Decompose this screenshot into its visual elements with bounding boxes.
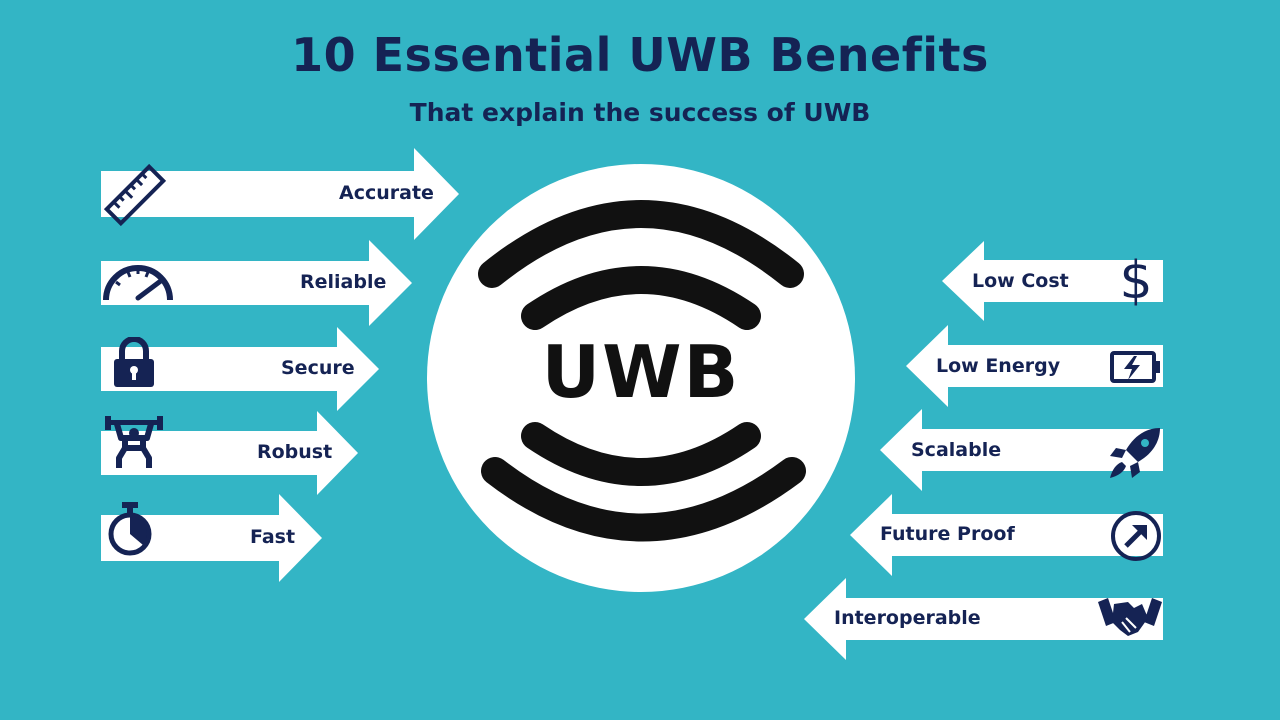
handshake-icon [1098, 598, 1162, 636]
rocket-icon [1110, 428, 1160, 478]
benefit-label-robust: Robust [257, 441, 333, 463]
benefit-label-interoperable: Interoperable [834, 607, 981, 629]
benefit-arrow-fast [101, 494, 322, 582]
benefit-arrow-low-energy [906, 325, 1163, 407]
benefit-arrow-secure [101, 327, 379, 411]
padlock-icon [114, 337, 154, 387]
weightlifter-icon [105, 416, 163, 468]
benefit-arrow-future-proof [850, 494, 1163, 576]
benefit-label-low-cost: Low Cost [972, 270, 1069, 292]
benefit-arrow-robust [101, 411, 358, 495]
page-subtitle: That explain the success of UWB [409, 98, 871, 127]
uwb-center-label: UWB [541, 330, 741, 414]
dollar-icon: $ [1119, 251, 1153, 311]
benefit-arrow-scalable [880, 409, 1163, 491]
benefit-label-reliable: Reliable [300, 271, 387, 293]
page-title: 10 Essential UWB Benefits [291, 28, 989, 82]
battery-charging-icon [1110, 351, 1160, 383]
benefit-arrow-accurate [101, 148, 459, 240]
benefit-label-scalable: Scalable [911, 439, 1002, 461]
benefit-arrow-reliable [101, 240, 412, 326]
benefit-label-accurate: Accurate [339, 182, 434, 204]
benefit-label-low-energy: Low Energy [936, 355, 1061, 377]
benefit-label-fast: Fast [250, 526, 296, 548]
benefit-label-future-proof: Future Proof [880, 523, 1015, 545]
stopwatch-icon [108, 502, 152, 556]
benefit-label-secure: Secure [281, 357, 355, 379]
speedometer-icon [103, 265, 173, 301]
ruler-icon [103, 163, 167, 227]
arrow-up-right-circle-icon [1111, 511, 1161, 561]
benefit-arrow-low-cost [942, 241, 1163, 321]
benefit-arrow-interoperable [804, 578, 1163, 660]
uwb-waves-icon [478, 200, 806, 542]
